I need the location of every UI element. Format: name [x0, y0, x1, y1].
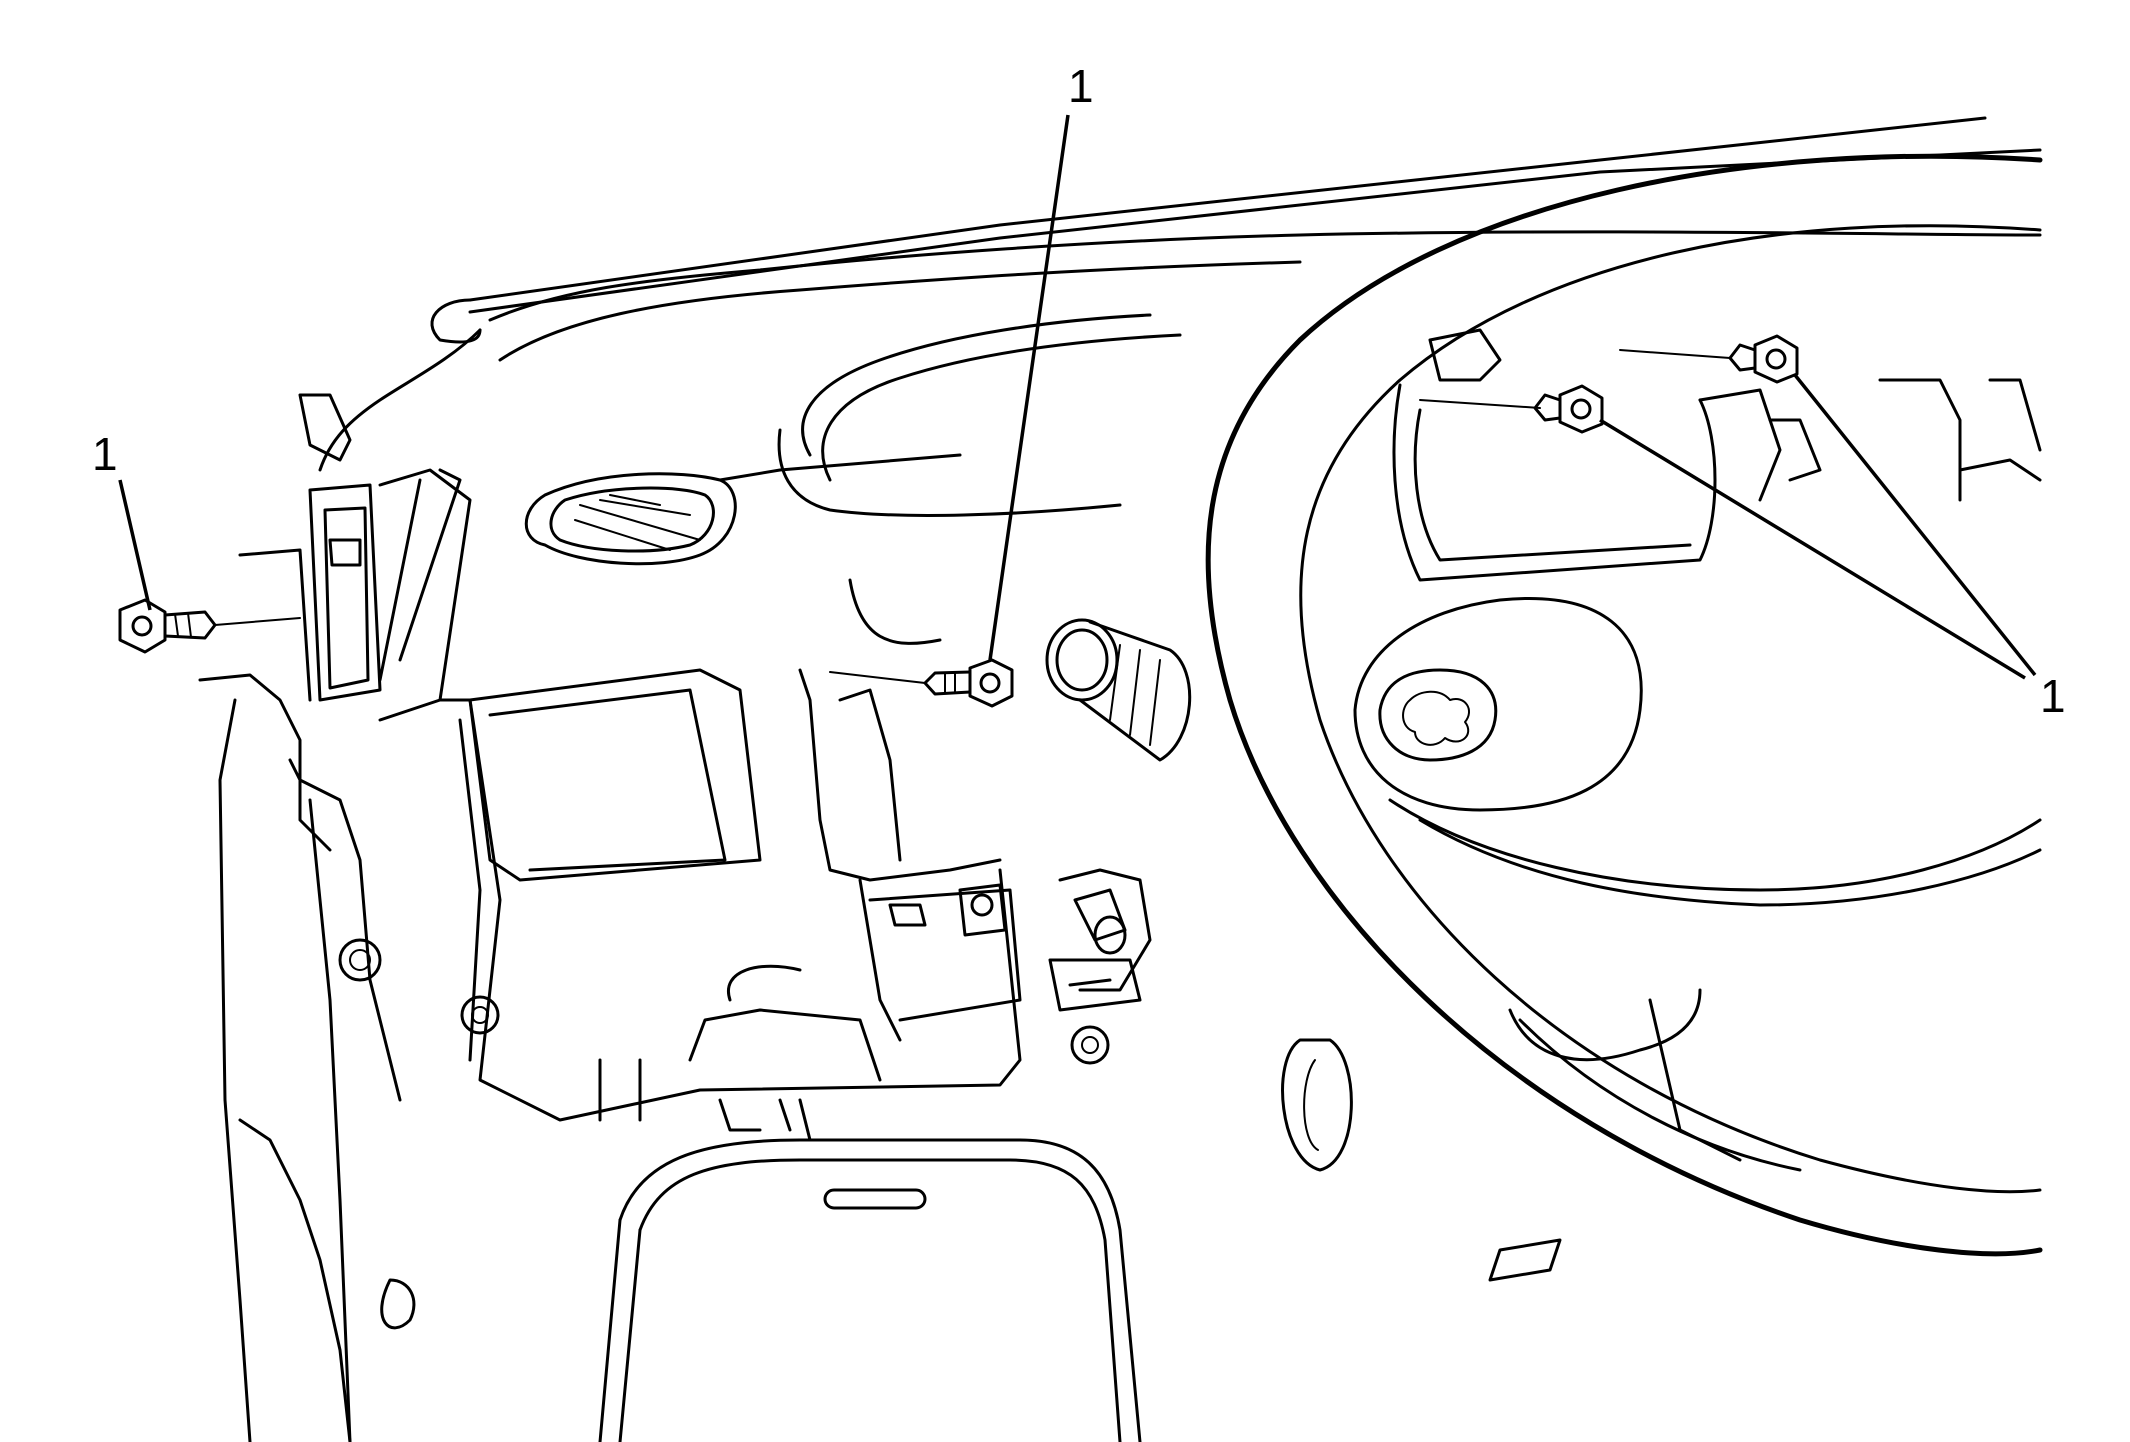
callout-label-steering-bolts: 1 [2040, 670, 2066, 722]
leader-lines [118, 114, 2037, 680]
callout-label-left-bolt: 1 [92, 428, 118, 480]
dashboard-top-outline [318, 116, 2042, 472]
upper-right-bracket [1392, 328, 2042, 582]
callout-label-center-bolt: 1 [1068, 60, 1094, 112]
center-bracket [438, 668, 1022, 1142]
left-side-panel [198, 393, 472, 1442]
center-bolt [829, 658, 1014, 708]
column-lower-components [1048, 868, 1562, 1282]
upper-dash-curves [718, 313, 1182, 645]
steering-wheel [1205, 153, 2043, 1257]
left-bolt [118, 598, 301, 654]
steering-bolts [1419, 334, 1799, 434]
center-air-vent [524, 472, 737, 566]
lower-panel [598, 1138, 1142, 1442]
ignition-cylinder [1045, 618, 1192, 762]
